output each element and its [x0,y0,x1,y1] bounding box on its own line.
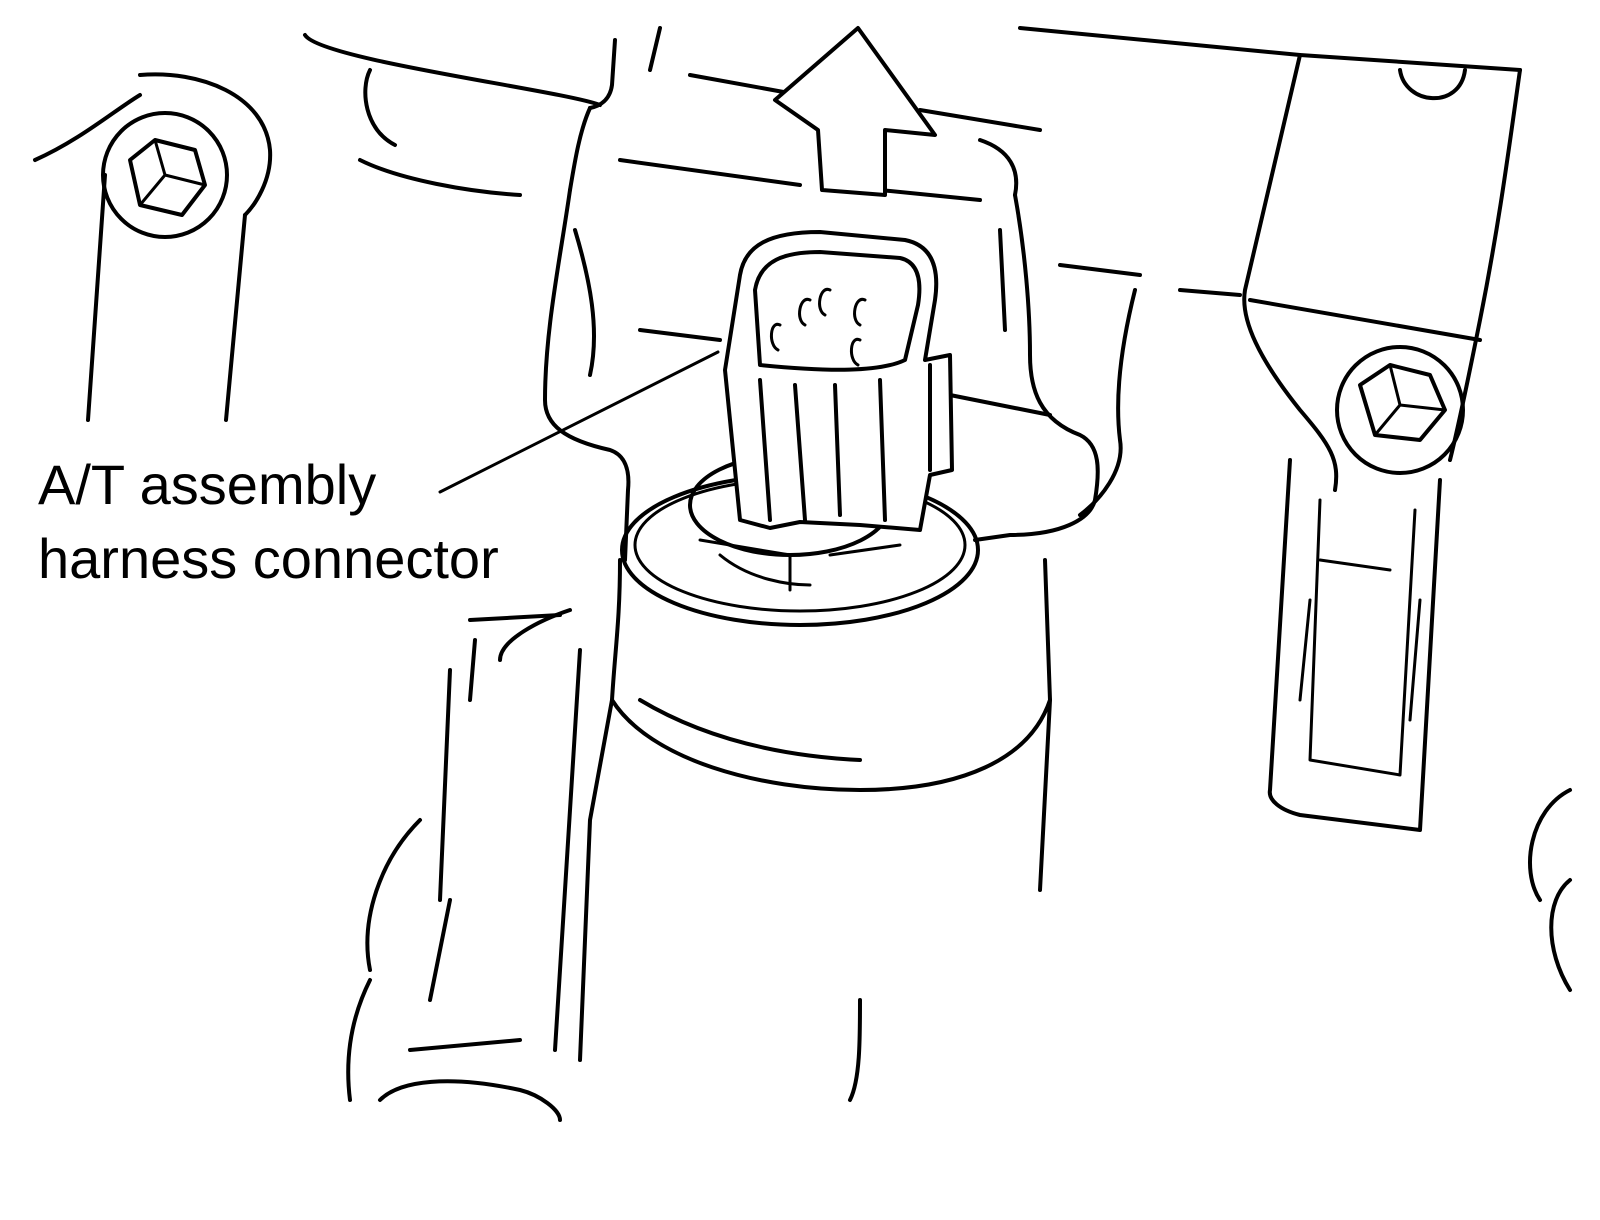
lower-cylinder-body [346,558,1052,1122]
left-bracket [33,72,273,422]
central-housing-boss [543,188,1242,562]
right-edge-part [1528,788,1572,992]
right-bolt-hex-bolt-icon [1335,345,1465,475]
up-arrow-icon [773,26,937,197]
callout-leader-line [438,350,720,494]
upper-housing [303,26,1522,202]
right-bracket [1242,53,1522,832]
callout-line-1: A/T assembly [38,453,377,516]
callout-line-2: harness connector [38,527,499,590]
callout-label: A/T assembly harness connector [38,448,499,596]
harness-connector [723,230,954,532]
left-bolt-hex-bolt-icon [101,111,229,239]
